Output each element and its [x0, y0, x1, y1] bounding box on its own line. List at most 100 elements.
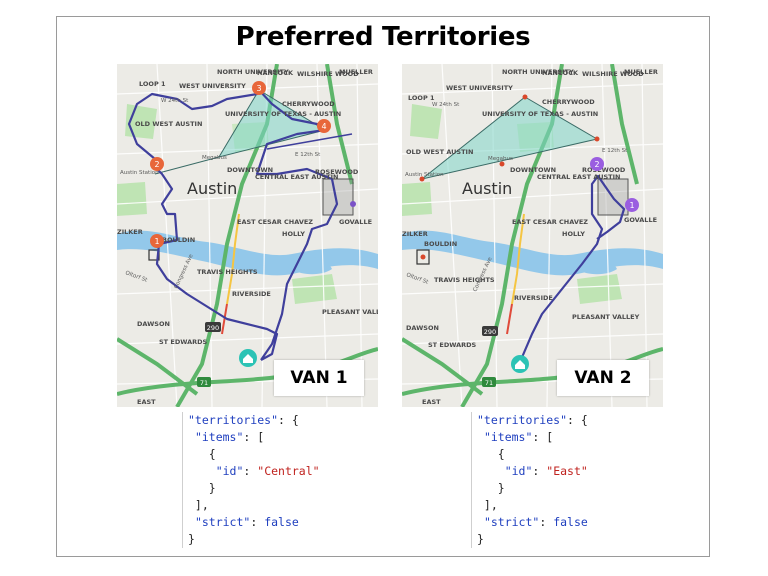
stop-marker-2[interactable]: 2 [150, 157, 164, 171]
label-st-edwards: ST EDWARDS [428, 341, 477, 349]
stop-marker-1[interactable]: 1 [625, 198, 639, 212]
label-east: EAST [137, 398, 156, 406]
svg-text:3: 3 [256, 84, 261, 93]
label-pleasant-valley: PLEASANT VALLEY [322, 308, 378, 316]
svg-text:1: 1 [629, 201, 634, 210]
label-travis-heights: TRAVIS HEIGHTS [197, 268, 258, 276]
label-zilker: ZILKER [402, 230, 428, 238]
label-w-24th: W 24th St [161, 98, 189, 104]
label-north-university: NORTH UNIVERSITY [217, 68, 289, 76]
label-e-12th: E 12th St [602, 148, 628, 154]
svg-text:2: 2 [154, 160, 159, 169]
json-key-id: "id" [215, 464, 244, 478]
json-key-strict: "strict" [483, 515, 540, 529]
territories-json-van-1: "territories": { "items": [ { "id": "Cen… [182, 412, 320, 548]
label-pleasant-valley: PLEASANT VALLEY [572, 313, 640, 321]
label-downtown: DOWNTOWN [227, 166, 273, 174]
label-university-of-texas: UNIVERSITY OF TEXAS - AUSTIN [225, 110, 341, 118]
highway-shield-71: 71 [197, 377, 211, 387]
svg-text:71: 71 [200, 379, 208, 387]
label-st-edwards: ST EDWARDS [159, 338, 208, 346]
label-rosewood: ROSEWOOD [582, 166, 626, 174]
label-austin-station: Austin Station [120, 170, 159, 176]
svg-text:4: 4 [321, 122, 326, 131]
label-wilshire-wood: WILSHIRE WOOD [297, 70, 359, 78]
label-east-cesar-chavez: EAST CESAR CHAVEZ [512, 218, 588, 226]
json-key-strict: "strict" [194, 515, 251, 529]
label-bouldin: BOULDIN [162, 236, 195, 244]
label-w-24th: W 24th St [432, 102, 460, 108]
label-holly: HOLLY [282, 230, 305, 238]
label-wilshire-wood: WILSHIRE WOOD [582, 70, 644, 78]
depot-marker[interactable] [239, 349, 257, 367]
van-1-map-canvas: NORTH UNIVERSITY HANCOCK WILSHIRE WOOD M… [117, 64, 378, 407]
label-hancock: HANCOCK [542, 69, 579, 77]
label-riverside: RIVERSIDE [232, 290, 271, 298]
json-key-items: "items" [194, 430, 244, 444]
van-2-map-canvas: NORTH UNIVERSITY HANCOCK WILSHIRE WOOD M… [402, 64, 663, 407]
json-key-territories: "territories" [188, 413, 279, 427]
json-key-items: "items" [483, 430, 533, 444]
json-key-id: "id" [504, 464, 533, 478]
label-hancock: HANCOCK [257, 69, 294, 77]
label-cherrywood: CHERRYWOOD [282, 100, 335, 108]
label-old-west-austin: OLD WEST AUSTIN [406, 148, 473, 156]
label-city: Austin [187, 179, 237, 198]
stop-marker-4[interactable]: 4 [317, 119, 331, 133]
van-label: VAN 1 [274, 360, 364, 396]
label-mueller: MUELLER [339, 68, 373, 76]
label-downtown: DOWNTOWN [510, 166, 556, 174]
stop-marker-2[interactable]: 2 [590, 157, 604, 171]
label-old-west-austin: OLD WEST AUSTIN [135, 120, 202, 128]
json-key-territories: "territories" [477, 413, 568, 427]
territory-point [350, 201, 356, 207]
svg-text:71: 71 [485, 379, 493, 387]
json-strict-value: false [264, 515, 299, 529]
label-west-university: WEST UNIVERSITY [446, 84, 513, 92]
label-west-university: WEST UNIVERSITY [179, 82, 246, 90]
label-govalle: GOVALLE [339, 218, 372, 226]
label-dawson: DAWSON [406, 324, 439, 332]
label-rosewood: ROSEWOOD [315, 168, 359, 176]
van-label: VAN 2 [557, 360, 649, 396]
depot-marker[interactable] [511, 355, 529, 373]
svg-text:1: 1 [154, 237, 159, 246]
label-riverside: RIVERSIDE [514, 294, 553, 302]
label-cherrywood: CHERRYWOOD [542, 98, 595, 106]
label-university-of-texas: UNIVERSITY OF TEXAS - AUSTIN [482, 110, 598, 118]
stop-marker-1[interactable]: 1 [150, 234, 164, 248]
label-govalle: GOVALLE [624, 216, 657, 224]
territories-json-van-2: "territories": { "items": [ { "id": "Eas… [471, 412, 588, 548]
json-territory-id: "Central" [257, 464, 320, 478]
json-strict-value: false [553, 515, 588, 529]
label-austin-station: Austin Station [405, 172, 444, 178]
label-city: Austin [462, 179, 512, 198]
label-e-12th: E 12th St [295, 152, 321, 158]
van-2-map: NORTH UNIVERSITY HANCOCK WILSHIRE WOOD M… [402, 64, 663, 407]
label-loop: LOOP 1 [139, 80, 166, 88]
label-central-east-austin: CENTRAL EAST AUSTIN [537, 173, 620, 181]
svg-text:290: 290 [207, 324, 219, 332]
label-mueller: MUELLER [624, 68, 658, 76]
label-central-east-austin: CENTRAL EAST AUSTIN [255, 173, 338, 181]
stop-marker-3[interactable]: 3 [252, 81, 266, 95]
label-travis-heights: TRAVIS HEIGHTS [434, 276, 495, 284]
svg-text:2: 2 [594, 160, 599, 169]
label-east: EAST [422, 398, 441, 406]
label-megabus: Megabus [488, 156, 513, 162]
label-east-cesar-chavez: EAST CESAR CHAVEZ [237, 218, 313, 226]
svg-text:290: 290 [484, 328, 496, 336]
highway-shield-71: 71 [482, 377, 496, 387]
slide-title: Preferred Territories [235, 22, 531, 52]
label-north-university: NORTH UNIVERSITY [502, 68, 574, 76]
label-zilker: ZILKER [117, 228, 143, 236]
json-territory-id: "East" [546, 464, 588, 478]
van-1-map: NORTH UNIVERSITY HANCOCK WILSHIRE WOOD M… [117, 64, 378, 407]
highway-shield-290: 290 [205, 322, 221, 332]
label-dawson: DAWSON [137, 320, 170, 328]
label-loop: LOOP 1 [408, 94, 435, 102]
label-holly: HOLLY [562, 230, 585, 238]
label-bouldin: BOULDIN [424, 240, 457, 248]
highway-shield-290: 290 [482, 326, 498, 336]
label-megabus: Megabus [202, 155, 227, 161]
